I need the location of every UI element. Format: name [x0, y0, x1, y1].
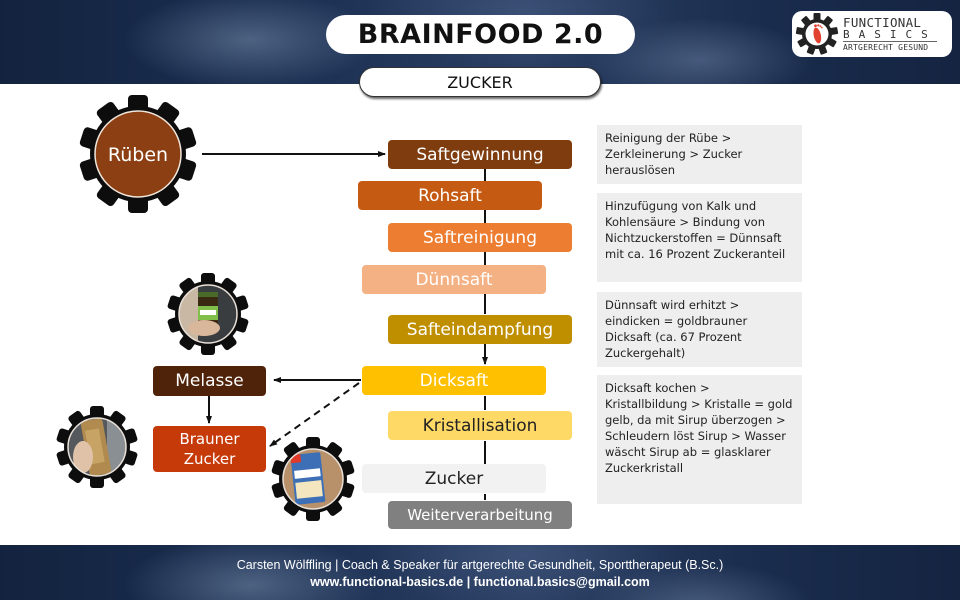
arrow-dicksaft-to-brauner-zucker	[269, 382, 360, 447]
side-product-label-line-1: Brauner	[179, 430, 240, 448]
logo-line-1: FUNCTIONAL	[843, 14, 922, 30]
step-label: Rohsaft	[418, 185, 482, 206]
side-product-label-line-2: Zucker	[183, 450, 236, 468]
step-label: Safteindampfung	[406, 319, 554, 340]
brown-sugar-photo-gear	[56, 406, 138, 488]
side-product-melasse: Melasse	[153, 366, 266, 396]
step-label: Zucker	[424, 468, 484, 489]
footer-author: Carsten Wölffling | Coach & Speaker für …	[236, 558, 724, 572]
step-dicksaft: Dicksaft	[362, 366, 546, 395]
step-label: Dünnsaft	[415, 269, 493, 290]
step-label: Dicksaft	[419, 370, 489, 391]
info-box-safteindampfung: Dünnsaft wird erhitzt > eindicken = gold…	[597, 292, 802, 367]
step-weiterverarbeitung: Weiterverarbeitung	[388, 501, 572, 529]
page-subtitle: ZUCKER	[359, 67, 601, 97]
info-box-kristallisation: Dicksaft kochen > Kristallbildung > Kris…	[597, 375, 802, 504]
rueben-circle	[94, 110, 182, 198]
step-saftgewinnung: Saftgewinnung	[388, 140, 572, 169]
step-duennsaft: Dünnsaft	[362, 265, 546, 294]
info-box-saftgewinnung: Reinigung der Rübe > Zerkleinerung > Zuc…	[597, 125, 802, 184]
step-label: Weiterverarbeitung	[407, 506, 553, 524]
brown-sugar-bag-photo	[68, 418, 126, 476]
step-label: Saftgewinnung	[416, 144, 544, 165]
page-title: BRAINFOOD 2.0	[326, 15, 635, 54]
step-safteindampfung: Safteindampfung	[388, 315, 572, 344]
step-saftreinigung: Saftreinigung	[388, 223, 572, 252]
gear-footprint-icon	[795, 13, 839, 55]
step-zucker: Zucker	[362, 464, 546, 493]
step-label: Kristallisation	[422, 415, 538, 436]
white-sugar-photo-gear	[271, 437, 355, 521]
side-product-label: Melasse	[175, 371, 244, 391]
step-kristallisation: Kristallisation	[388, 411, 572, 440]
rueben-gear: Rüben	[79, 95, 197, 213]
melasse-photo-gear	[167, 273, 249, 355]
side-product-brauner-zucker: Brauner Zucker	[153, 426, 266, 472]
white-sugar-bag-photo	[283, 449, 343, 509]
logo-line-2: BASICS	[843, 27, 937, 41]
logo-line-3: ARTGERECHT GESUND	[843, 40, 937, 53]
step-rohsaft: Rohsaft	[358, 181, 542, 210]
footer-background	[0, 545, 960, 600]
info-box-saftreinigung: Hinzufügung von Kalk und Kohlensäure > B…	[597, 193, 802, 282]
step-label: Saftreinigung	[423, 227, 537, 248]
footer-contact[interactable]: www.functional-basics.de | functional.ba…	[310, 575, 650, 589]
melasse-jar-photo	[179, 285, 237, 343]
functional-basics-logo[interactable]: FUNCTIONAL BASICS ARTGERECHT GESUND	[792, 11, 952, 57]
rueben-label: Rüben	[108, 144, 168, 166]
